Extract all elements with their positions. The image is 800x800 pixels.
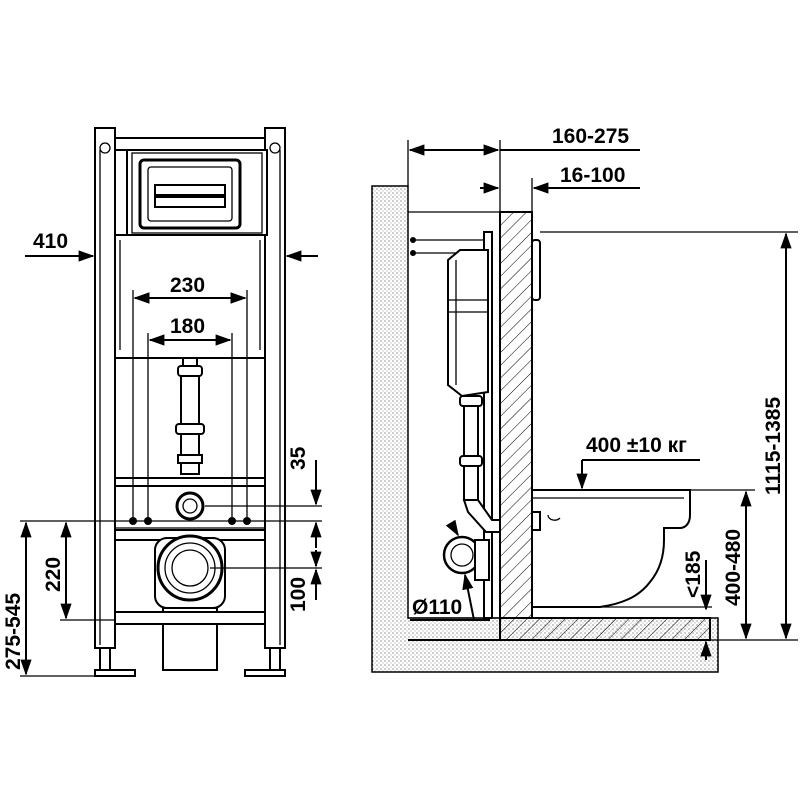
dim-total-height: 1115-1385 (762, 397, 785, 495)
side-view: 160-275 16-100 400 ±10 кг Ø110 <185 400-… (371, 125, 798, 673)
foot-left (94, 669, 136, 677)
dim-total-width: 410 (33, 230, 68, 253)
flush-plate (138, 158, 242, 230)
dim-mount-height: 220 (42, 557, 65, 592)
anchor-hole-right (269, 142, 281, 154)
drain-pipe (175, 357, 205, 475)
anchor-hole-left (99, 142, 111, 154)
dim-pipe-diameter: Ø110 (412, 596, 462, 619)
dim-load: 400 ±10 кг (586, 434, 687, 457)
finish-floor (499, 617, 711, 641)
side-drain-pipe (442, 395, 501, 581)
left-upright (94, 127, 116, 649)
dim-seat-height: 400-480 (722, 529, 745, 606)
drain-outlet (154, 534, 226, 671)
flush-button-small (154, 196, 226, 208)
flush-button-large (154, 184, 226, 196)
dim-drain-height: 100 (287, 577, 310, 612)
dim-depth-total: 160-275 (552, 125, 629, 148)
front-view: 410 230 180 35 100 220 275-545 (2, 127, 322, 677)
cistern-side (447, 249, 489, 398)
dim-inner-mount: 180 (170, 315, 205, 338)
dim-wall-gap: 16-100 (560, 164, 625, 187)
dim-flush-offset: 35 (287, 446, 310, 470)
finish-wall (499, 211, 533, 619)
foot-right (244, 669, 286, 677)
flush-outlet (175, 491, 205, 521)
dim-outer-mount: 230 (170, 274, 205, 297)
dim-floor-gap: <185 (682, 550, 705, 598)
toilet-bowl (531, 489, 691, 608)
dim-adjust-range: 275-545 (2, 593, 25, 670)
